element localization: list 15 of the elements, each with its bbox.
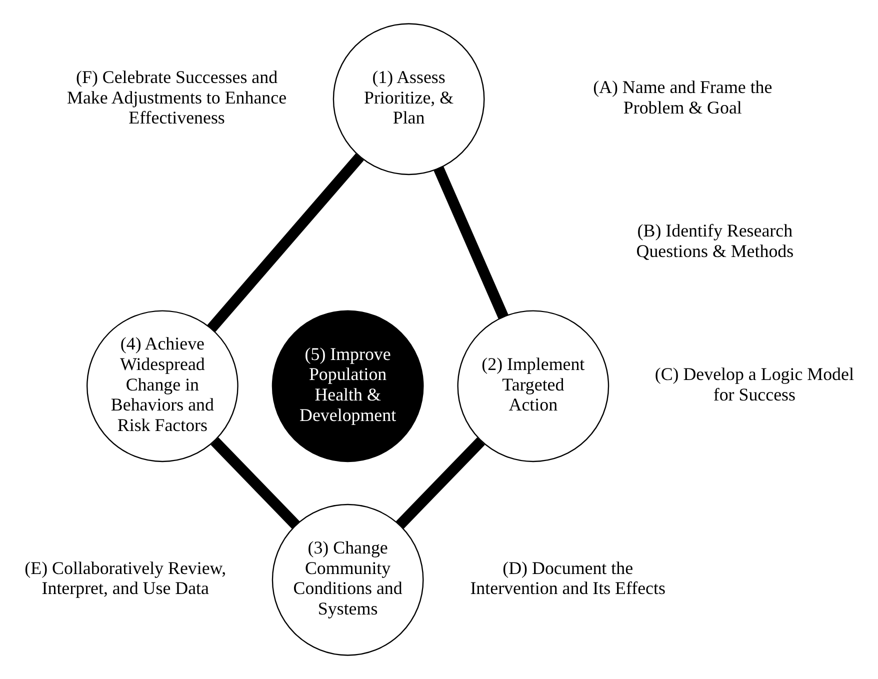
connector [434,166,508,319]
label: (C) Develop a Logic Model for Success [654,364,854,404]
connector [396,437,485,529]
label: (B) Identify Research Questions & Methods [636,220,794,261]
node-circle: (1) Assess Prioritize, & Plan [332,23,485,176]
node-circle: (4) Achieve Widespread Change in Behaviors and Risk Factors [86,310,238,462]
label: (D) Document the Intervention and Its Effects [470,558,666,598]
label: (E) Collaboratively Review, Interpret, and Use Data [24,558,226,598]
connector [210,437,300,529]
label: (F) Celebrate Successes and Make Adjustments to Enhance Effectiveness [67,66,287,128]
connector [207,153,364,332]
label: (A) Name and Frame the Problem & Goal [593,77,772,118]
node-circle: (2) Implement Targeted Action [457,310,610,462]
node-circle: (5) Improve Population Health & Development [272,310,424,462]
node-circle: (3) Change Community Conditions and Systems [272,504,424,656]
